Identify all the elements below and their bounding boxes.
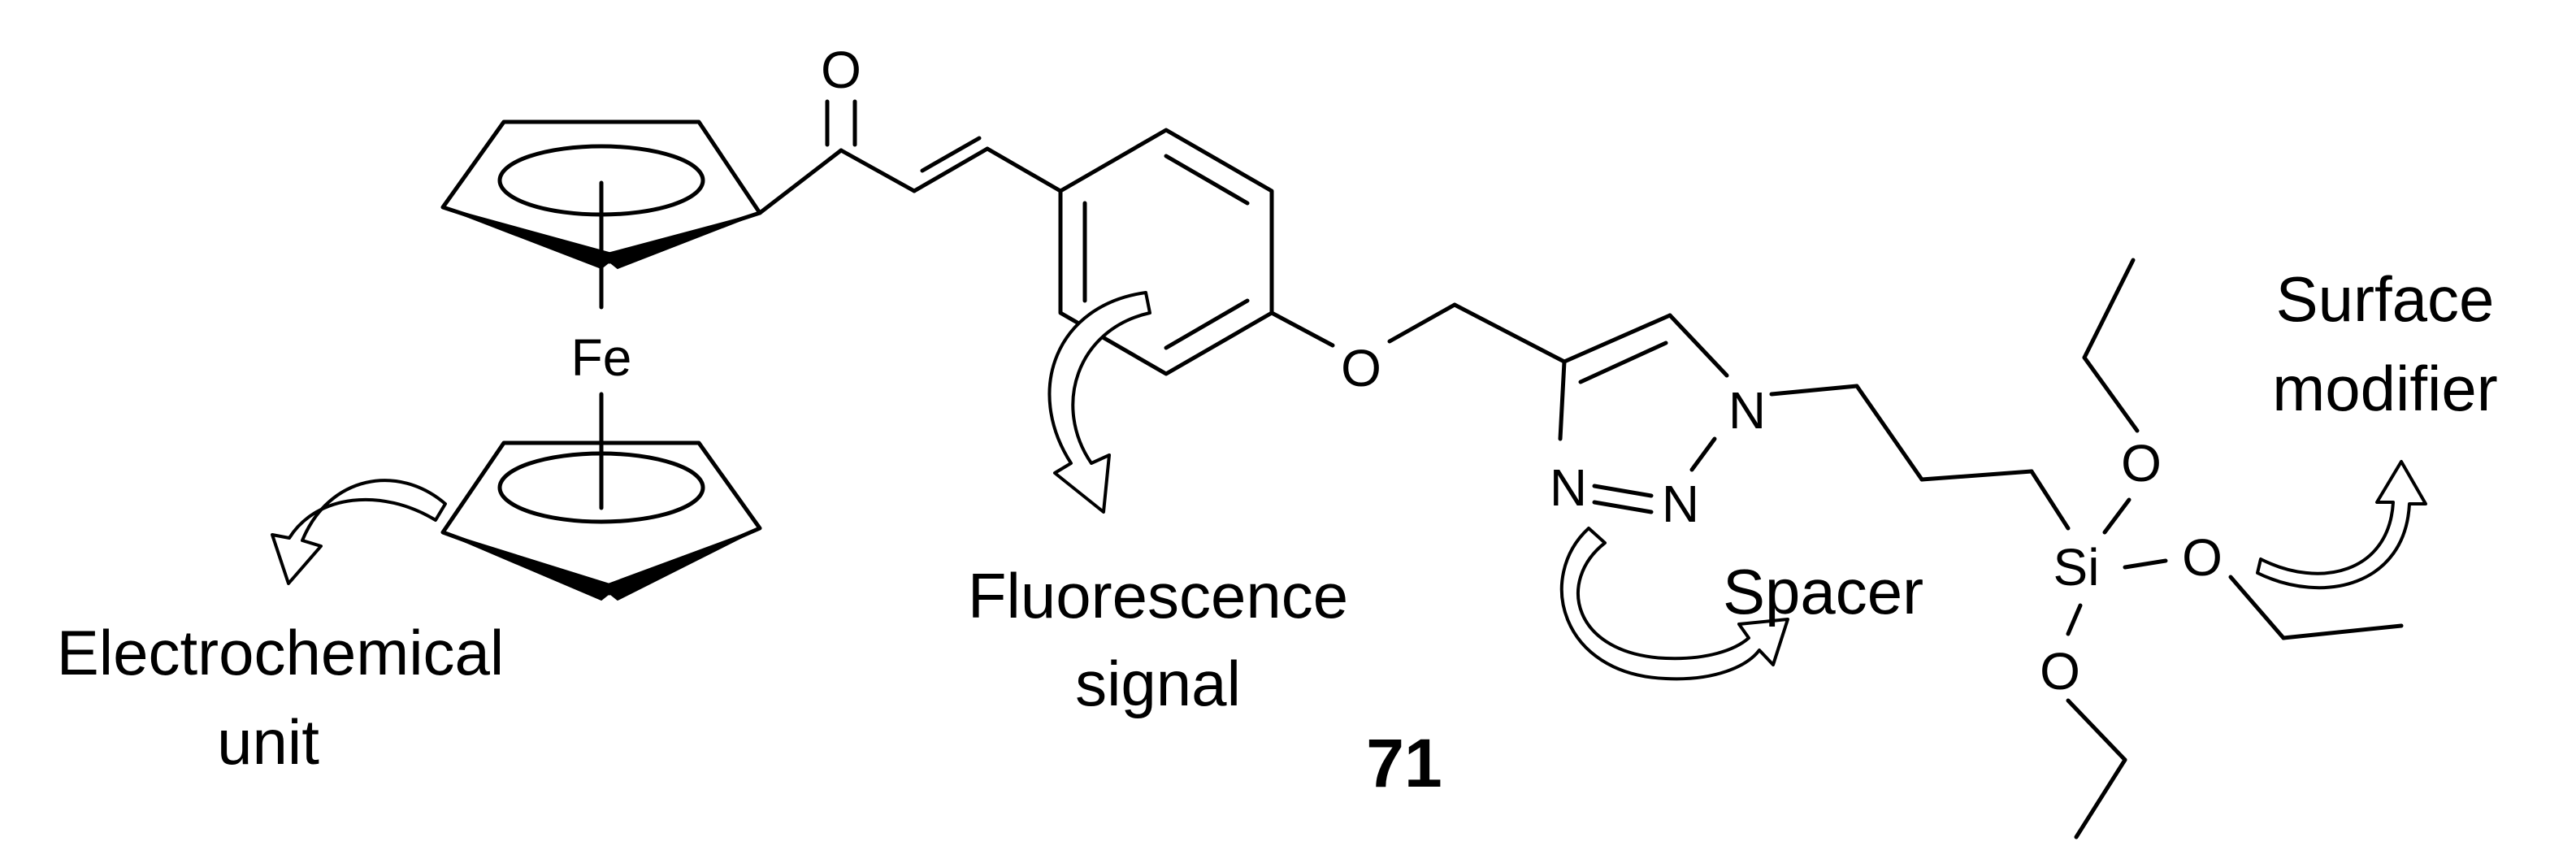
- si-oxygen-right: O: [2182, 528, 2223, 587]
- triazole-n1: N: [1728, 381, 1766, 440]
- electrochemical-arrow: [271, 479, 447, 585]
- electrochemical-label-line2: unit: [217, 706, 319, 778]
- surface-modifier-arrow: [2256, 460, 2427, 590]
- ethoxy-bottom: [2066, 603, 2127, 839]
- propyl-chain: [1769, 384, 2071, 531]
- lower-cyclopentadienyl-ring: [440, 440, 762, 601]
- electrochemical-label-line1: Electrochemical: [57, 617, 505, 688]
- carbonyl-oxygen: O: [821, 41, 861, 99]
- silicon-atom: Si: [2053, 538, 2100, 597]
- triazole-n2: N: [1662, 475, 1699, 533]
- spacer-arrow: [1559, 527, 1789, 681]
- compound-number: 71: [1366, 725, 1442, 801]
- triazole-n3: N: [1550, 458, 1587, 517]
- ethoxy-top: [2082, 258, 2140, 535]
- fluorescence-label-line1: Fluorescence: [968, 560, 1348, 631]
- fe-atom: Fe: [571, 328, 632, 387]
- methylene-triazole-bond: [1452, 302, 1567, 364]
- ether-oxygen: O: [1341, 339, 1381, 397]
- aryl-ether-bond: [1269, 310, 1335, 348]
- si-oxygen-top: O: [2121, 434, 2162, 492]
- triazole-ring: [1558, 313, 1729, 514]
- surface-label-line2: modifier: [2272, 353, 2497, 424]
- ether-methylene-bond: [1387, 302, 1457, 344]
- si-oxygen-bottom: O: [2040, 642, 2080, 701]
- fluorescence-label-line2: signal: [1075, 648, 1241, 719]
- spacer-label: Spacer: [1723, 556, 1923, 627]
- fluorescence-arrow: [1047, 291, 1151, 514]
- enone-linker: [757, 99, 1063, 215]
- ethoxy-right: [2123, 558, 2404, 640]
- surface-label-line1: Surface: [2276, 263, 2495, 335]
